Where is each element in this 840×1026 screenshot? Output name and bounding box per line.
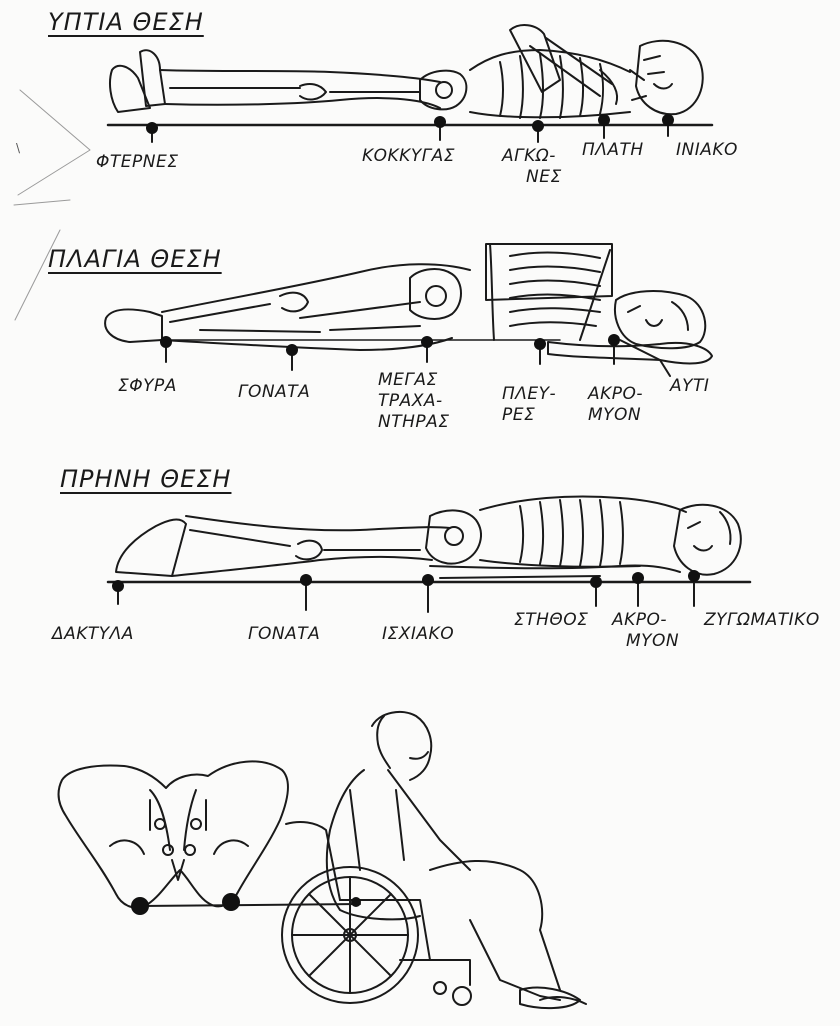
pelvis-to-seat-connector	[140, 904, 360, 906]
label-acromion-prone: ΑΚΡΟ-ΜΥΟΝ	[612, 610, 679, 652]
marker-knees-side	[286, 344, 298, 356]
prone-title: ΠΡΗΝΗ ΘΕΣΗ	[60, 465, 231, 493]
seat-marker	[351, 897, 361, 907]
pressure-point-markers	[112, 114, 700, 612]
supine-title: ΥΠΤΙΑ ΘΕΣΗ	[48, 8, 204, 36]
label-knees-side: ΓΟΝΑΤΑ	[238, 382, 310, 403]
label-ischium: ΙΣΧΙΑΚΟ	[382, 624, 454, 645]
label-ribs: ΠΛΕΥ-ΡΕΣ	[502, 384, 556, 426]
label-chest: ΣΤΗΘΟΣ	[514, 610, 588, 631]
marker-acromion-prone	[632, 572, 644, 584]
label-ear: ΑΥΤΙ	[670, 376, 709, 397]
marker-knees-prone	[300, 574, 312, 586]
marker-toes	[112, 580, 124, 592]
marker-ribs	[534, 338, 546, 350]
label-coccyx: ΚΟΚΚΥΓΑΣ	[362, 146, 455, 167]
label-ankle: ΣΦΥΡΑ	[118, 376, 177, 397]
marker-shoulder-blades	[598, 114, 610, 126]
label-shoulder-blades: ΠΛΑΤΗ	[582, 140, 644, 161]
prone-figure	[108, 497, 750, 583]
marker-coccyx	[434, 116, 446, 128]
marker-zygomatic	[688, 570, 700, 582]
side-lying-title: ΠΛΑΓΙΑ ΘΕΣΗ	[48, 245, 222, 273]
marker-occiput	[662, 114, 674, 126]
marker-ankle	[160, 336, 172, 348]
label-toes: ΔΑΚΤΥΛΑ	[52, 624, 134, 645]
label-elbows: ΑΓΚΩ-ΝΕΣ	[502, 146, 562, 188]
label-heels: ΦΤΕΡΝΕΣ	[96, 152, 178, 173]
svg-text:\: \	[16, 141, 21, 155]
label-knees-prone: ΓΟΝΑΤΑ	[248, 624, 320, 645]
marker-elbows	[532, 120, 544, 132]
pelvis-illustration	[59, 761, 288, 907]
ischium-marker-right	[222, 893, 240, 911]
marker-acromion-side	[608, 334, 620, 346]
label-occiput: ΙΝΙΑΚΟ	[676, 140, 738, 161]
marker-heels	[146, 122, 158, 134]
marker-chest	[590, 576, 602, 588]
scan-artifact: \	[14, 90, 90, 320]
marker-greater-trochanter	[421, 336, 433, 348]
supine-figure	[108, 25, 712, 125]
marker-ischium	[422, 574, 434, 586]
label-zygomatic: ΖΥΓΩΜΑΤΙΚΟ	[704, 610, 820, 631]
wheelchair-patient-illustration	[282, 712, 586, 1008]
label-acromion-side: ΑΚΡΟ-ΜΥΟΝ	[588, 384, 643, 426]
ischium-marker-left	[131, 897, 149, 915]
